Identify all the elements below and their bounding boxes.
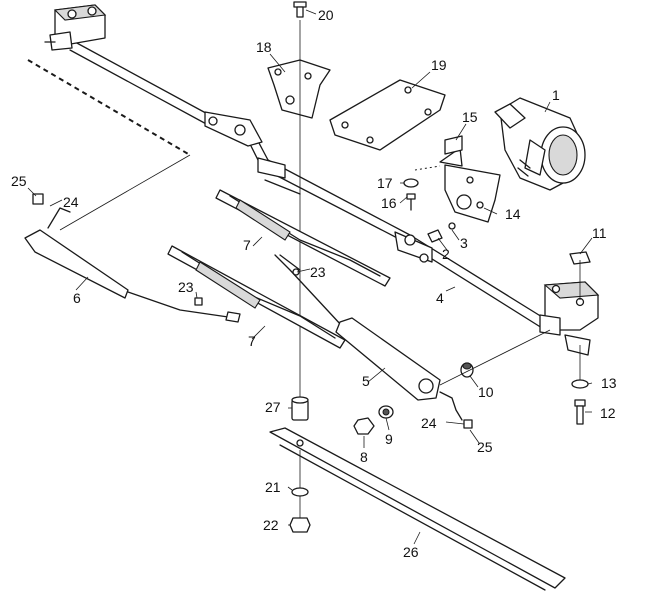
leader-lines bbox=[27, 9, 593, 545]
callout-23-upper: 23 bbox=[310, 264, 326, 280]
right-pivot-bracket bbox=[539, 281, 600, 356]
callout-2: 2 bbox=[442, 246, 450, 262]
washer-13 bbox=[571, 379, 589, 389]
callout-9: 9 bbox=[385, 431, 393, 447]
callout-27: 27 bbox=[265, 399, 281, 415]
callout-25-right: 25 bbox=[477, 439, 493, 455]
nut-22 bbox=[289, 517, 311, 533]
wiper-arm-left bbox=[24, 207, 241, 323]
callout-25-left: 25 bbox=[11, 173, 27, 189]
callout-23-lower: 23 bbox=[178, 279, 194, 295]
connector-24-right bbox=[439, 391, 473, 429]
nut-23-lower bbox=[194, 297, 203, 306]
wiper-blade-upper bbox=[215, 189, 391, 287]
callout-16: 16 bbox=[381, 195, 397, 211]
callout-13: 13 bbox=[601, 375, 617, 391]
callout-6: 6 bbox=[73, 290, 81, 306]
callouts: 20 18 19 1 15 17 16 14 2 3 11 4 23 23 7 … bbox=[11, 7, 617, 560]
mounting-plate-19 bbox=[329, 79, 446, 151]
clip-15 bbox=[444, 135, 463, 155]
callout-4: 4 bbox=[436, 290, 444, 306]
screw-20 bbox=[293, 1, 307, 18]
callout-22: 22 bbox=[263, 517, 279, 533]
callout-11: 11 bbox=[592, 225, 607, 241]
callout-1: 1 bbox=[552, 87, 560, 103]
support-bar-26 bbox=[269, 427, 566, 591]
bracket-18 bbox=[267, 59, 331, 119]
callout-24-left: 24 bbox=[63, 194, 79, 210]
hidden-line-left bbox=[27, 59, 191, 156]
callout-8: 8 bbox=[360, 449, 368, 465]
washer-9 bbox=[378, 405, 394, 419]
grease-fitting-10 bbox=[460, 362, 474, 378]
callout-7-upper: 7 bbox=[243, 237, 251, 253]
bolt-16 bbox=[403, 178, 419, 211]
nut-23-upper bbox=[292, 268, 300, 276]
motor-bracket bbox=[439, 147, 501, 223]
wiper-blade-lower bbox=[167, 245, 346, 349]
callout-20: 20 bbox=[318, 7, 334, 23]
bolt-12 bbox=[574, 399, 586, 425]
washer-21 bbox=[291, 487, 309, 497]
nut-8 bbox=[353, 417, 375, 435]
linkage-rod bbox=[69, 41, 556, 334]
callout-21: 21 bbox=[265, 479, 281, 495]
callout-7-lower: 7 bbox=[248, 333, 256, 349]
callout-10: 10 bbox=[478, 384, 494, 400]
callout-24-right: 24 bbox=[421, 415, 437, 431]
callout-14: 14 bbox=[505, 206, 521, 222]
callout-18: 18 bbox=[256, 39, 272, 55]
wiper-motor bbox=[494, 97, 586, 191]
callout-19: 19 bbox=[431, 57, 447, 73]
spacer-27 bbox=[291, 396, 309, 421]
callout-12: 12 bbox=[600, 405, 616, 421]
callout-5: 5 bbox=[362, 373, 370, 389]
callout-17: 17 bbox=[377, 175, 393, 191]
callout-15: 15 bbox=[462, 109, 478, 125]
wiper-arm-centre bbox=[274, 254, 441, 401]
left-pivot-bracket bbox=[44, 4, 107, 51]
washer-3 bbox=[448, 222, 456, 230]
callout-3: 3 bbox=[460, 235, 468, 251]
connector-25-left bbox=[32, 193, 44, 205]
callout-26: 26 bbox=[403, 544, 419, 560]
